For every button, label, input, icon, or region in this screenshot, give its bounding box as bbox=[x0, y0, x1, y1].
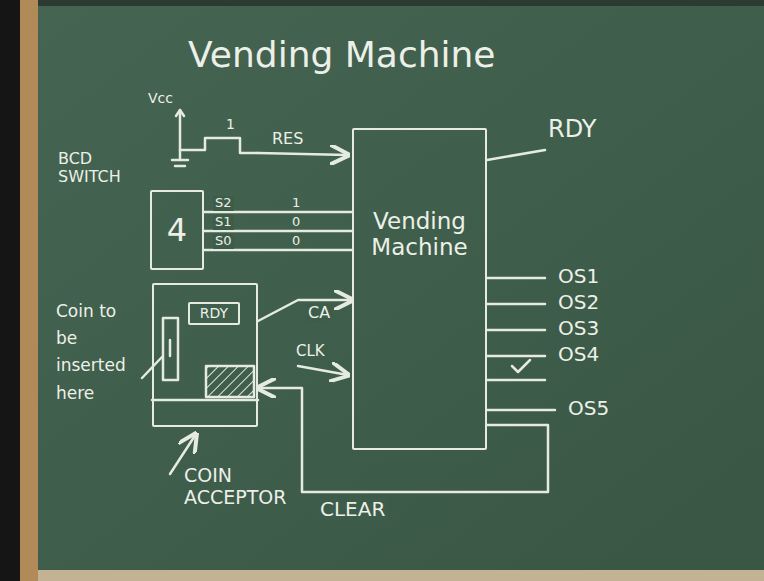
wood-frame bbox=[20, 0, 38, 581]
pulse-symbol bbox=[180, 138, 258, 153]
chalk-wires bbox=[142, 110, 555, 474]
output-wire bbox=[487, 379, 545, 382]
output-wire bbox=[487, 409, 555, 412]
output-wire bbox=[487, 277, 545, 280]
signal-connector bbox=[258, 388, 548, 492]
connector-label: CA bbox=[306, 304, 332, 322]
signal-label: OS5 bbox=[568, 397, 609, 420]
block-heading: BCD SWITCH bbox=[58, 150, 142, 187]
ground-symbol bbox=[175, 165, 185, 168]
frame-bottom bbox=[38, 570, 764, 581]
connector-label: CLEAR bbox=[318, 498, 387, 521]
block-heading: COIN ACCEPTOR bbox=[184, 465, 296, 509]
frame-shadow bbox=[0, 0, 20, 581]
coin-slot bbox=[163, 318, 178, 380]
block-label: RDY bbox=[196, 305, 232, 321]
signal-connector bbox=[204, 230, 352, 233]
ready-wire bbox=[487, 150, 545, 160]
signal-label: Vcc bbox=[148, 90, 173, 106]
connector-label: S0 bbox=[213, 234, 234, 249]
connector-label: S2 bbox=[213, 196, 234, 211]
block-label: 4 bbox=[158, 212, 196, 249]
block-box: COIN ACCEPTORRDY bbox=[152, 283, 258, 427]
signal-connector bbox=[204, 211, 352, 214]
title: Vending Machine bbox=[188, 34, 495, 75]
signal-label: 1 bbox=[292, 196, 300, 211]
coin-slot-mark bbox=[169, 340, 172, 356]
hatched-block bbox=[206, 366, 254, 397]
reset-wire bbox=[258, 153, 348, 155]
output-wire bbox=[487, 303, 545, 306]
block-box: RDY bbox=[188, 302, 240, 325]
clock-wire bbox=[298, 366, 348, 375]
signal-label: Coin to be inserted here bbox=[56, 298, 138, 407]
signal-label: RDY bbox=[548, 116, 597, 144]
signal-label: OS3 bbox=[558, 317, 599, 340]
signal-label: OS4 bbox=[558, 343, 599, 366]
output-wire bbox=[487, 355, 545, 358]
block-box: BCD SWITCH4 bbox=[150, 190, 204, 270]
tick-mark bbox=[512, 360, 530, 372]
machine-box: Vending Machine bbox=[352, 128, 487, 450]
signal-label: CLK bbox=[296, 343, 325, 360]
signal-label: 0 bbox=[292, 215, 300, 230]
signal-label: 1 bbox=[226, 116, 235, 132]
signal-connector bbox=[258, 300, 352, 321]
vcc-wire bbox=[179, 110, 182, 160]
signal-label: 0 bbox=[292, 234, 300, 249]
signal-label: RES bbox=[272, 130, 303, 148]
signal-connector bbox=[204, 249, 352, 252]
signal-label: OS2 bbox=[558, 291, 599, 314]
connector-label: S1 bbox=[213, 215, 234, 230]
block-label: Vending Machine bbox=[360, 208, 479, 261]
ground-symbol bbox=[172, 159, 188, 162]
output-wire bbox=[487, 329, 545, 332]
signal-label: OS1 bbox=[558, 265, 599, 288]
vcc-arrow bbox=[176, 110, 184, 116]
acceptor-base bbox=[152, 399, 258, 402]
frame-top bbox=[38, 0, 764, 6]
